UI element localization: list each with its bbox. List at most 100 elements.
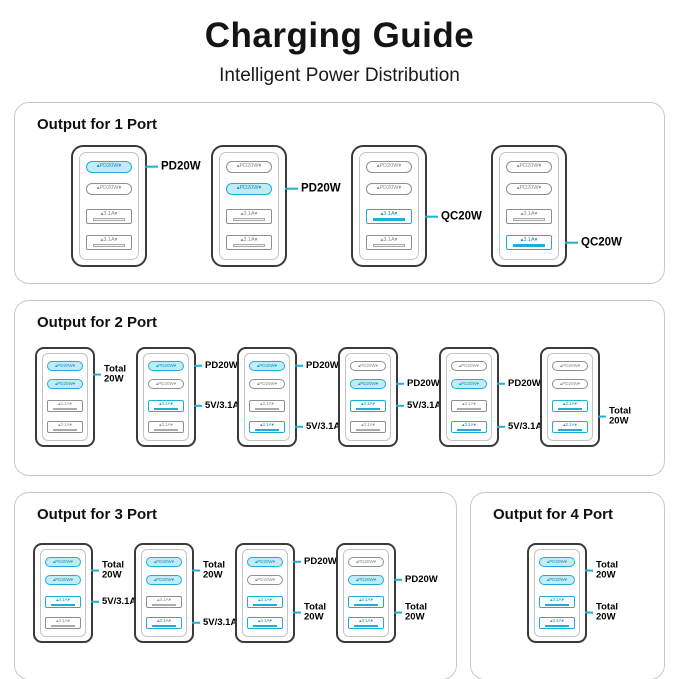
- usb-a-tongue: [373, 218, 405, 222]
- usb-a-port-label: ▴3.1A▾: [550, 618, 564, 623]
- usb-c-port-2: ▴PD20W▾: [552, 379, 588, 389]
- section-4-heading: Output for 4 Port: [493, 506, 613, 523]
- usb-a-port-1: ▴3.1A▾: [539, 596, 575, 608]
- usb-c-port-1: ▴PD20W▾: [86, 161, 132, 173]
- port-output-annotation: PD20W: [145, 161, 201, 174]
- usb-a-tongue: [513, 244, 545, 248]
- usb-a-port-label: ▴3.1A▾: [462, 422, 476, 427]
- annotation-leader-line: [425, 215, 438, 218]
- usb-c-port-1: ▴PD20W▾: [348, 557, 384, 567]
- usb-a-tongue: [52, 428, 78, 431]
- usb-c-port-1: ▴PD20W▾: [148, 361, 184, 371]
- usb-a-port-2: ▴3.1A▾: [451, 421, 487, 433]
- usb-a-port-2: ▴3.1A▾: [146, 617, 182, 629]
- usb-a-port-1: ▴3.1A▾: [348, 596, 384, 608]
- usb-a-port-1: ▴3.1A▾: [148, 400, 184, 412]
- usb-a-port-label: ▴3.1A▾: [58, 401, 72, 406]
- usb-a-port-1: ▴3.1A▾: [350, 400, 386, 412]
- usb-a-port-1: ▴3.1A▾: [552, 400, 588, 412]
- usb-a-port-2: ▴3.1A▾: [506, 235, 552, 250]
- usb-a-port-label: ▴3.1A▾: [462, 401, 476, 406]
- usb-a-port-label: ▴3.1A▾: [100, 210, 118, 217]
- usb-a-tongue: [353, 624, 379, 627]
- usb-a-port-label: ▴3.1A▾: [240, 236, 258, 243]
- annotation-leader-line: [598, 415, 606, 418]
- port-output-annotation: 5V/3.1A: [194, 399, 240, 411]
- usb-a-port-label: ▴3.1A▾: [359, 597, 373, 602]
- usb-a-tongue: [50, 603, 76, 606]
- port-output-annotation: 5V/3.1A: [396, 399, 442, 411]
- usb-a-port-2: ▴3.1A▾: [350, 421, 386, 433]
- usb-a-tongue: [557, 428, 583, 431]
- usb-a-port-2: ▴3.1A▾: [226, 235, 272, 250]
- annotation-leader-line: [285, 187, 298, 190]
- usb-a-port-label: ▴3.1A▾: [240, 210, 258, 217]
- annotation-leader-line: [396, 383, 404, 385]
- charger-device: ▴PD20W▾▴PD20W▾▴3.1A▾▴3.1A▾QC20W: [351, 145, 482, 267]
- usb-a-port-label: ▴3.1A▾: [56, 618, 70, 623]
- usb-a-port-label: ▴3.1A▾: [258, 618, 272, 623]
- usb-c-port-1: ▴PD20W▾: [247, 557, 283, 567]
- usb-a-tongue: [93, 244, 125, 248]
- usb-a-tongue: [93, 218, 125, 222]
- usb-a-port-label: ▴3.1A▾: [258, 597, 272, 602]
- usb-a-tongue: [151, 603, 177, 606]
- usb-c-port-1: ▴PD20W▾: [366, 161, 412, 173]
- port-output-annotation: PD20W: [293, 555, 337, 567]
- usb-a-tongue: [355, 407, 381, 410]
- port-output-annotation: PD20W: [394, 574, 438, 585]
- annotation-label: QC20W: [581, 236, 622, 249]
- annotation-leader-line: [585, 570, 593, 572]
- usb-c-port-2: ▴PD20W▾: [146, 575, 182, 585]
- annotation-label: 5V/3.1A: [205, 399, 240, 411]
- usb-c-port-1: ▴PD20W▾: [350, 361, 386, 371]
- annotation-label: 5V/3.1A: [508, 420, 543, 432]
- annotation-leader-line: [565, 241, 578, 244]
- usb-a-port-2: ▴3.1A▾: [148, 421, 184, 433]
- annotation-leader-line: [194, 405, 202, 407]
- usb-a-port-label: ▴3.1A▾: [563, 422, 577, 427]
- usb-a-tongue: [153, 428, 179, 431]
- annotation-label: 5V/3.1A: [407, 399, 442, 411]
- usb-a-port-label: ▴3.1A▾: [380, 210, 398, 217]
- annotation-label: PD20W: [301, 182, 341, 195]
- annotation-label: PD20W: [205, 359, 238, 371]
- usb-a-port-label: ▴3.1A▾: [550, 597, 564, 602]
- usb-c-port-2: ▴PD20W▾: [247, 575, 283, 585]
- charger-cell: ▴PD20W▾▴PD20W▾▴3.1A▾▴3.1A▾PD20W: [71, 145, 211, 269]
- usb-a-port-2: ▴3.1A▾: [86, 235, 132, 250]
- usb-a-port-1: ▴3.1A▾: [146, 596, 182, 608]
- annotation-label: PD20W: [304, 555, 337, 567]
- annotation-leader-line: [192, 622, 200, 624]
- usb-a-port-1: ▴3.1A▾: [249, 400, 285, 412]
- annotation-leader-line: [295, 365, 303, 367]
- port-output-annotation: 5V/3.1A: [192, 617, 237, 628]
- usb-a-port-label: ▴3.1A▾: [520, 236, 538, 243]
- usb-a-tongue: [373, 244, 405, 248]
- section-3-heading: Output for 3 Port: [37, 506, 157, 523]
- usb-a-port-label: ▴3.1A▾: [563, 401, 577, 406]
- section-output-4-port: Output for 4 Port ▴PD20W▾▴PD20W▾▴3.1A▾▴3…: [470, 492, 665, 679]
- usb-c-port-2: ▴PD20W▾: [366, 183, 412, 195]
- usb-a-tongue: [355, 428, 381, 431]
- usb-a-port-2: ▴3.1A▾: [47, 421, 83, 433]
- usb-a-port-label: ▴3.1A▾: [359, 618, 373, 623]
